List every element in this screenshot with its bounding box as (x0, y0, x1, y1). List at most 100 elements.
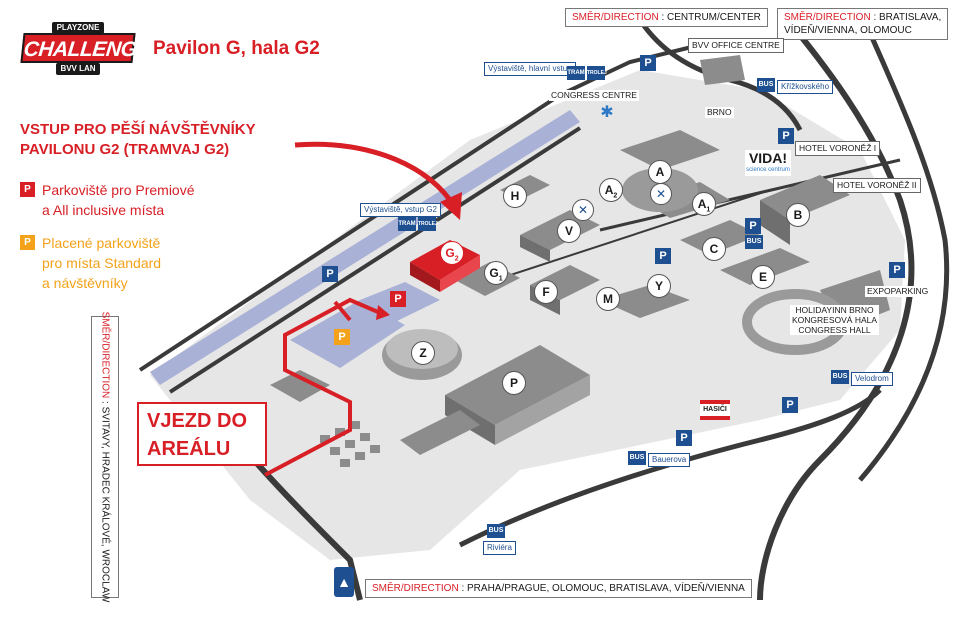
road-east-2 (857, 9, 950, 482)
hall-m-marker: M (596, 287, 620, 311)
legend-standard-line-2: pro místa Standard (42, 255, 162, 271)
holiday-line-3: CONGRESS HALL (798, 325, 871, 335)
hall-a1-marker: A1 (692, 192, 716, 216)
parking-marker-y: P (655, 248, 671, 264)
vjezd-line-1: VJEZD DO (147, 410, 248, 432)
vjezd-line-2: AREÁLU (147, 438, 231, 460)
hall-g1-marker: G1 (484, 261, 508, 285)
vida-text: VIDA! (748, 150, 788, 166)
direction-bratislava-l1: BRATISLAVA, (879, 12, 942, 23)
label-brno: BRNO (705, 107, 734, 118)
road-east (757, 8, 915, 601)
hall-a-marker: A (648, 160, 672, 184)
legend-premium-line-2: a All inclusive místa (42, 202, 165, 218)
stop-bauerova: Bauerova (648, 453, 691, 467)
pavilon-g2-front (440, 255, 480, 292)
label-hotel-voronez-1: HOTEL VORONĚŽ I (795, 141, 881, 156)
label-holiday-inn: HOLIDAYINN BRNO KONGRESOVÁ HALA CONGRESS… (790, 305, 880, 335)
tram-icon-g2: TRAM (398, 217, 416, 231)
stop-riviera: Riviéra (483, 541, 516, 555)
hall-z-marker: Z (411, 341, 435, 365)
label-hotel-voronez-2: HOTEL VORONĚŽ II (833, 178, 921, 193)
direction-prefix: SMĚR/DIRECTION (572, 12, 659, 23)
vida-logo: VIDA! science centrum (745, 150, 791, 176)
railway-line-2 (168, 126, 582, 394)
stop-krizkovskeho: Křížkovského (777, 80, 834, 94)
label-congress-centre: CONGRESS CENTRE (549, 90, 639, 101)
bus-icon-riviera: BUS (487, 524, 505, 538)
hall-g1-letter: G (489, 266, 499, 280)
stop-vystaviste-g2: Výstaviště, vstup G2 (360, 203, 441, 217)
parking-marker-premium: P (390, 291, 406, 307)
label-bvv-office: BVV OFFICE CENTRE (688, 38, 784, 53)
label-expoparking: EXPOPARKING (865, 286, 931, 297)
restaurant-icon-v: ✕ (572, 199, 594, 221)
logo-sub-text: BVV LAN (56, 63, 100, 75)
direction-centrum-text: CENTRUM/CENTER (667, 12, 761, 23)
parking-marker-bauerova: P (676, 430, 692, 446)
direction-prefix: SMĚR/DIRECTION (784, 12, 871, 23)
legend-standard-line-3: a návštěvníky (42, 275, 128, 291)
road-south-east (458, 388, 882, 548)
direction-praha-text: PRAHA/PRAGUE, OLOMOUC, BRATISLAVA, VÍDEŇ… (467, 583, 745, 594)
hall-g2-letter: G (445, 246, 455, 260)
pedestrian-arrowhead (440, 192, 462, 220)
stop-vystaviste-hlavni: Výstaviště, hlavní vstup (484, 62, 576, 76)
vehicle-route (264, 297, 379, 477)
bus-icon-bauerova: BUS (628, 451, 646, 465)
tram-icon: TRAM (567, 66, 585, 80)
bus-icon-c: BUS (745, 235, 763, 249)
parking-marker-standard: P (334, 329, 350, 345)
entry-line-1: VSTUP PRO PĚŠÍ NÁVŠTĚVNÍKY (20, 121, 256, 138)
direction-bratislava-l2: VÍDEŇ/VIENNA, OLOMOUC (784, 25, 912, 36)
legend-standard: P Placené parkoviště pro místa Standard … (20, 233, 242, 293)
medical-icon: ✱ (600, 104, 614, 121)
vehicle-route-branch (333, 300, 352, 322)
road-inner-2 (479, 189, 771, 286)
hall-e-marker: E (751, 265, 775, 289)
parking-marker-west: P (322, 266, 338, 282)
hall-c-marker: C (702, 237, 726, 261)
direction-praha: SMĚR/DIRECTION : PRAHA/PRAGUE, OLOMOUC, … (365, 579, 752, 598)
fire-station-label: HASIČI (700, 400, 730, 420)
hall-v-marker: V (557, 219, 581, 243)
small-blocks (320, 421, 380, 467)
hall-g2-sub: 2 (454, 255, 459, 263)
logo-top-text: PLAYZONE (52, 22, 104, 34)
hall-a1-sub: 1 (706, 206, 711, 214)
holiday-line-1: HOLIDAYINN BRNO (795, 305, 874, 315)
hall-p-marker: P (502, 371, 526, 395)
direction-centrum: SMĚR/DIRECTION : CENTRUM/CENTER (565, 8, 768, 27)
pedestrian-arrow (294, 141, 452, 202)
parking-marker-c: P (745, 218, 761, 234)
hall-a2-letter: A (604, 183, 614, 197)
hall-g2-marker: G2 (440, 241, 464, 265)
parking-marker-expo: P (889, 262, 905, 278)
railway-band (150, 110, 580, 385)
hall-b-marker: B (786, 203, 810, 227)
logo-main-text: CHALLENGE (20, 33, 151, 63)
playzone-challenge-logo: PLAYZONE CHALLENGE BVV LAN (20, 22, 151, 78)
legend-premium-line-1: Parkoviště pro Premiové (42, 182, 195, 198)
hall-f-marker: F (534, 280, 558, 304)
hall-h-marker: H (503, 184, 527, 208)
hall-g1-sub: 1 (498, 275, 503, 283)
legend-standard-line-1: Placené parkoviště (42, 235, 161, 251)
road-inner (599, 158, 901, 232)
direction-prefix: SMĚR/DIRECTION (372, 583, 459, 594)
motorway-icon: ▲ (334, 567, 354, 597)
trolleybus-icon: TROLEJ (587, 66, 607, 80)
bus-icon-krizkovskeho: BUS (757, 78, 775, 92)
vehicle-arrowhead (376, 305, 390, 320)
pedestrian-entry-note: VSTUP PRO PĚŠÍ NÁVŠTĚVNÍKY PAVILONU G2 (… (20, 120, 310, 160)
stop-velodrom: Velodrom (851, 372, 893, 386)
direction-bratislava: SMĚR/DIRECTION : BRATISLAVA, VÍDEŇ/VIENN… (777, 8, 949, 40)
vida-sub: science centrum (746, 167, 790, 173)
restaurant-icon-a: ✕ (650, 183, 672, 205)
entry-line-2: PAVILONU G2 (TRAMVAJ G2) (20, 141, 230, 158)
hall-a2-sub: 2 (613, 192, 618, 200)
direction-prefix: SMĚR/DIRECTION (99, 311, 111, 399)
pavilon-g2-side (410, 262, 440, 292)
legend-premium: P Parkoviště pro Premiové a All inclusiv… (20, 180, 242, 220)
parking-marker-velodrom: P (782, 397, 798, 413)
